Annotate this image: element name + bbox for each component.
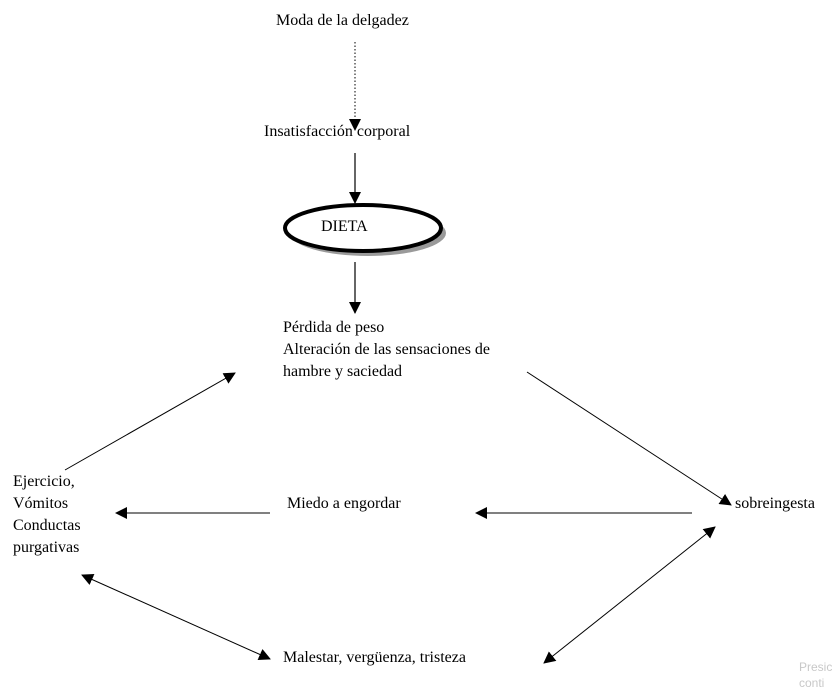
arrow-ejercicio-to-perdida bbox=[64, 372, 236, 471]
ejercicio-line-4: purgativas bbox=[13, 539, 80, 556]
arrow-perdida-to-sobreingesta bbox=[526, 371, 732, 506]
perdida-line-1: Pérdida de peso bbox=[283, 319, 385, 336]
node-insatisfaccion-corporal: Insatisfacción corporal bbox=[264, 123, 411, 140]
ejercicio-line-1: Ejercicio, bbox=[13, 473, 75, 490]
arrow-malestar-sobreingesta-bidirectional bbox=[543, 526, 716, 664]
perdida-line-3: hambre y saciedad bbox=[283, 363, 403, 380]
node-miedo-a-engordar: Miedo a engordar bbox=[287, 495, 401, 512]
perdida-line-2: Alteración de las sensaciones de bbox=[283, 341, 491, 358]
node-dieta: DIETA bbox=[321, 218, 368, 235]
node-ejercicio-vomitos: Ejercicio, Vómitos Conductas purgativas bbox=[13, 471, 81, 559]
node-malestar-verguenza-tristeza: Malestar, vergüenza, tristeza bbox=[283, 649, 466, 666]
ejercicio-line-2: Vómitos bbox=[13, 495, 69, 512]
overlay-line-1: Presic bbox=[799, 660, 833, 674]
node-moda-de-la-delgadez: Moda de la delgadez bbox=[276, 12, 409, 29]
ejercicio-line-3: Conductas bbox=[13, 517, 81, 534]
arrow-ejercicio-malestar-bidirectional bbox=[81, 574, 271, 660]
dieta-ellipse bbox=[283, 203, 443, 253]
overlay-watermark-text: Presic conti bbox=[799, 659, 832, 691]
overlay-line-2: conti bbox=[799, 676, 825, 690]
node-sobreingesta: sobreingesta bbox=[735, 495, 815, 512]
node-perdida-de-peso: Pérdida de peso Alteración de las sensac… bbox=[283, 317, 490, 383]
